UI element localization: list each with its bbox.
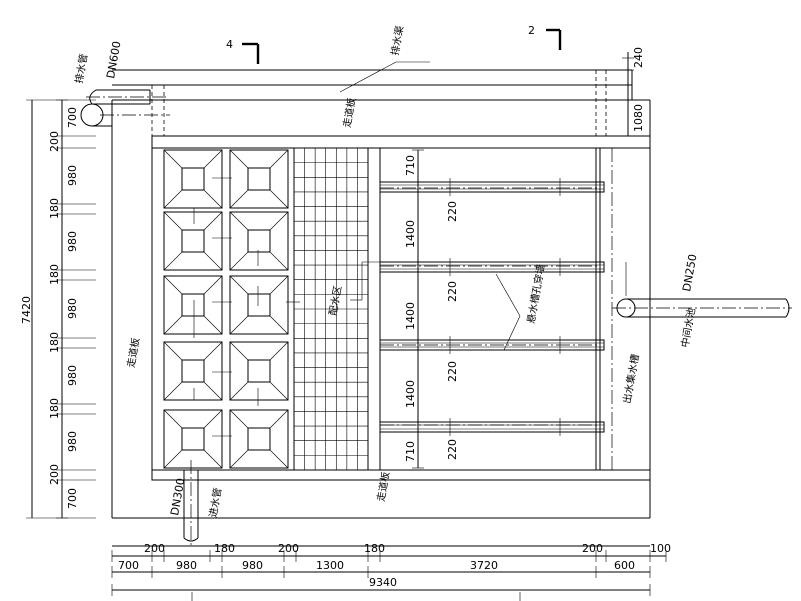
svg-text:2: 2 [528,24,535,37]
effluent-weir-label: 出水集水槽 [620,353,641,404]
dim-left-segment: 180 [48,332,61,353]
dims-bottom: 9340 200 180 200 180 200 100 700 980 980 1300 3720… [111,542,671,601]
dim-left-segment: 200 [48,131,61,152]
dim-inner: 220 [446,201,459,222]
sludge-hopper [163,275,223,335]
sludge-hopper [229,341,289,401]
dim-left-segment: 980 [66,365,79,386]
dim-inner: 220 [446,281,459,302]
corridor-bottom-label: 走道板 [374,471,392,503]
corridor-left-label: 走道板 [124,337,142,369]
dim-left-segment: 180 [48,198,61,219]
drain-pipe-dn: DN600 [104,40,123,79]
svg-text:4: 4 [226,38,233,51]
sludge-hopper [163,149,223,209]
sludge-hopper [163,341,223,401]
dims-left: 7420 700 200 980 180 980 180 980 180 980 180 980 20… [20,99,96,519]
corridor-top-label: 走道板 [340,97,358,129]
dim-bottom-upper: 180 [364,542,385,555]
inlet-pipe-label: 进水管 [206,487,224,519]
sludge-hopper [163,211,223,271]
sludge-hopper [229,409,289,469]
dim-bottom-upper: 200 [278,542,299,555]
dim-inner: 220 [446,361,459,382]
dim-left-segment: 980 [66,165,79,186]
section-mark-2: 2 [528,24,562,50]
dim-left-segment: 180 [48,398,61,419]
dim-left-segment: 980 [66,231,79,252]
distribution-grid [293,147,369,471]
settling-zone [350,147,605,471]
dim-left-segment: 980 [66,298,79,319]
dim-bottom-upper: 200 [582,542,603,555]
collection-trough [379,261,605,273]
hopper-connections [193,177,300,437]
dim-right-1080: 1080 [632,104,645,132]
sludge-hopper [229,211,289,271]
collection-trough [379,181,605,193]
dim-bottom-lower: 700 [118,559,139,572]
drain-channel-label: 排水渠 [388,25,406,57]
drain-pipe-label: 排水管 [72,53,90,85]
inner-dimensions: 710 220 1400 220 1400 220 1400 220 710 [404,149,459,469]
dim-left-total: 7420 [20,296,33,324]
sludge-hoppers [163,149,289,469]
dim-total-width: 9340 [369,576,397,589]
dim-bottom-upper: 200 [144,542,165,555]
dim-left-segment: 700 [66,107,79,128]
dim-bottom-upper: 100 [650,542,671,555]
dim-inner: 1400 [404,380,417,408]
sludge-hopper [229,149,289,209]
dim-left-segment: 980 [66,431,79,452]
dim-bottom-lower: 1300 [316,559,344,572]
collection-trough [379,421,605,433]
effluent-weir: 出水集水槽 [599,147,651,471]
distribution-label: 配水区 [327,285,344,317]
section-mark-4: 4 [226,38,260,64]
dim-inner: 710 [404,441,417,462]
dim-bottom-lower: 980 [242,559,263,572]
sludge-hopper [229,275,289,335]
intermediate-tank-label: 中间水池 [678,307,698,349]
dim-left-segment: 180 [48,264,61,285]
dim-inner: 220 [446,439,459,460]
dim-left-segment: 700 [66,488,79,509]
outlet-pipe: DN250 中间水池 [612,253,792,349]
dim-bottom-lower: 3720 [470,559,498,572]
dim-right-240: 240 [632,47,645,68]
dim-bottom-lower: 980 [176,559,197,572]
inlet-dn: DN300 [168,477,187,516]
outlet-dn: DN250 [680,253,699,292]
dim-bottom-upper: 180 [214,542,235,555]
dim-bottom-lower: 600 [614,559,635,572]
sludge-hopper [163,409,223,469]
dim-left-segment: 200 [48,464,61,485]
inlet-pipe: DN300 进水管 [168,460,224,546]
dims-right-top: 240 1080 [622,47,645,137]
dim-inner: 1400 [404,302,417,330]
drain-channel-leader [339,61,397,93]
drain-pipe: 排水管 DN600 [72,40,170,127]
dim-inner: 710 [404,155,417,176]
dim-inner: 1400 [404,220,417,248]
